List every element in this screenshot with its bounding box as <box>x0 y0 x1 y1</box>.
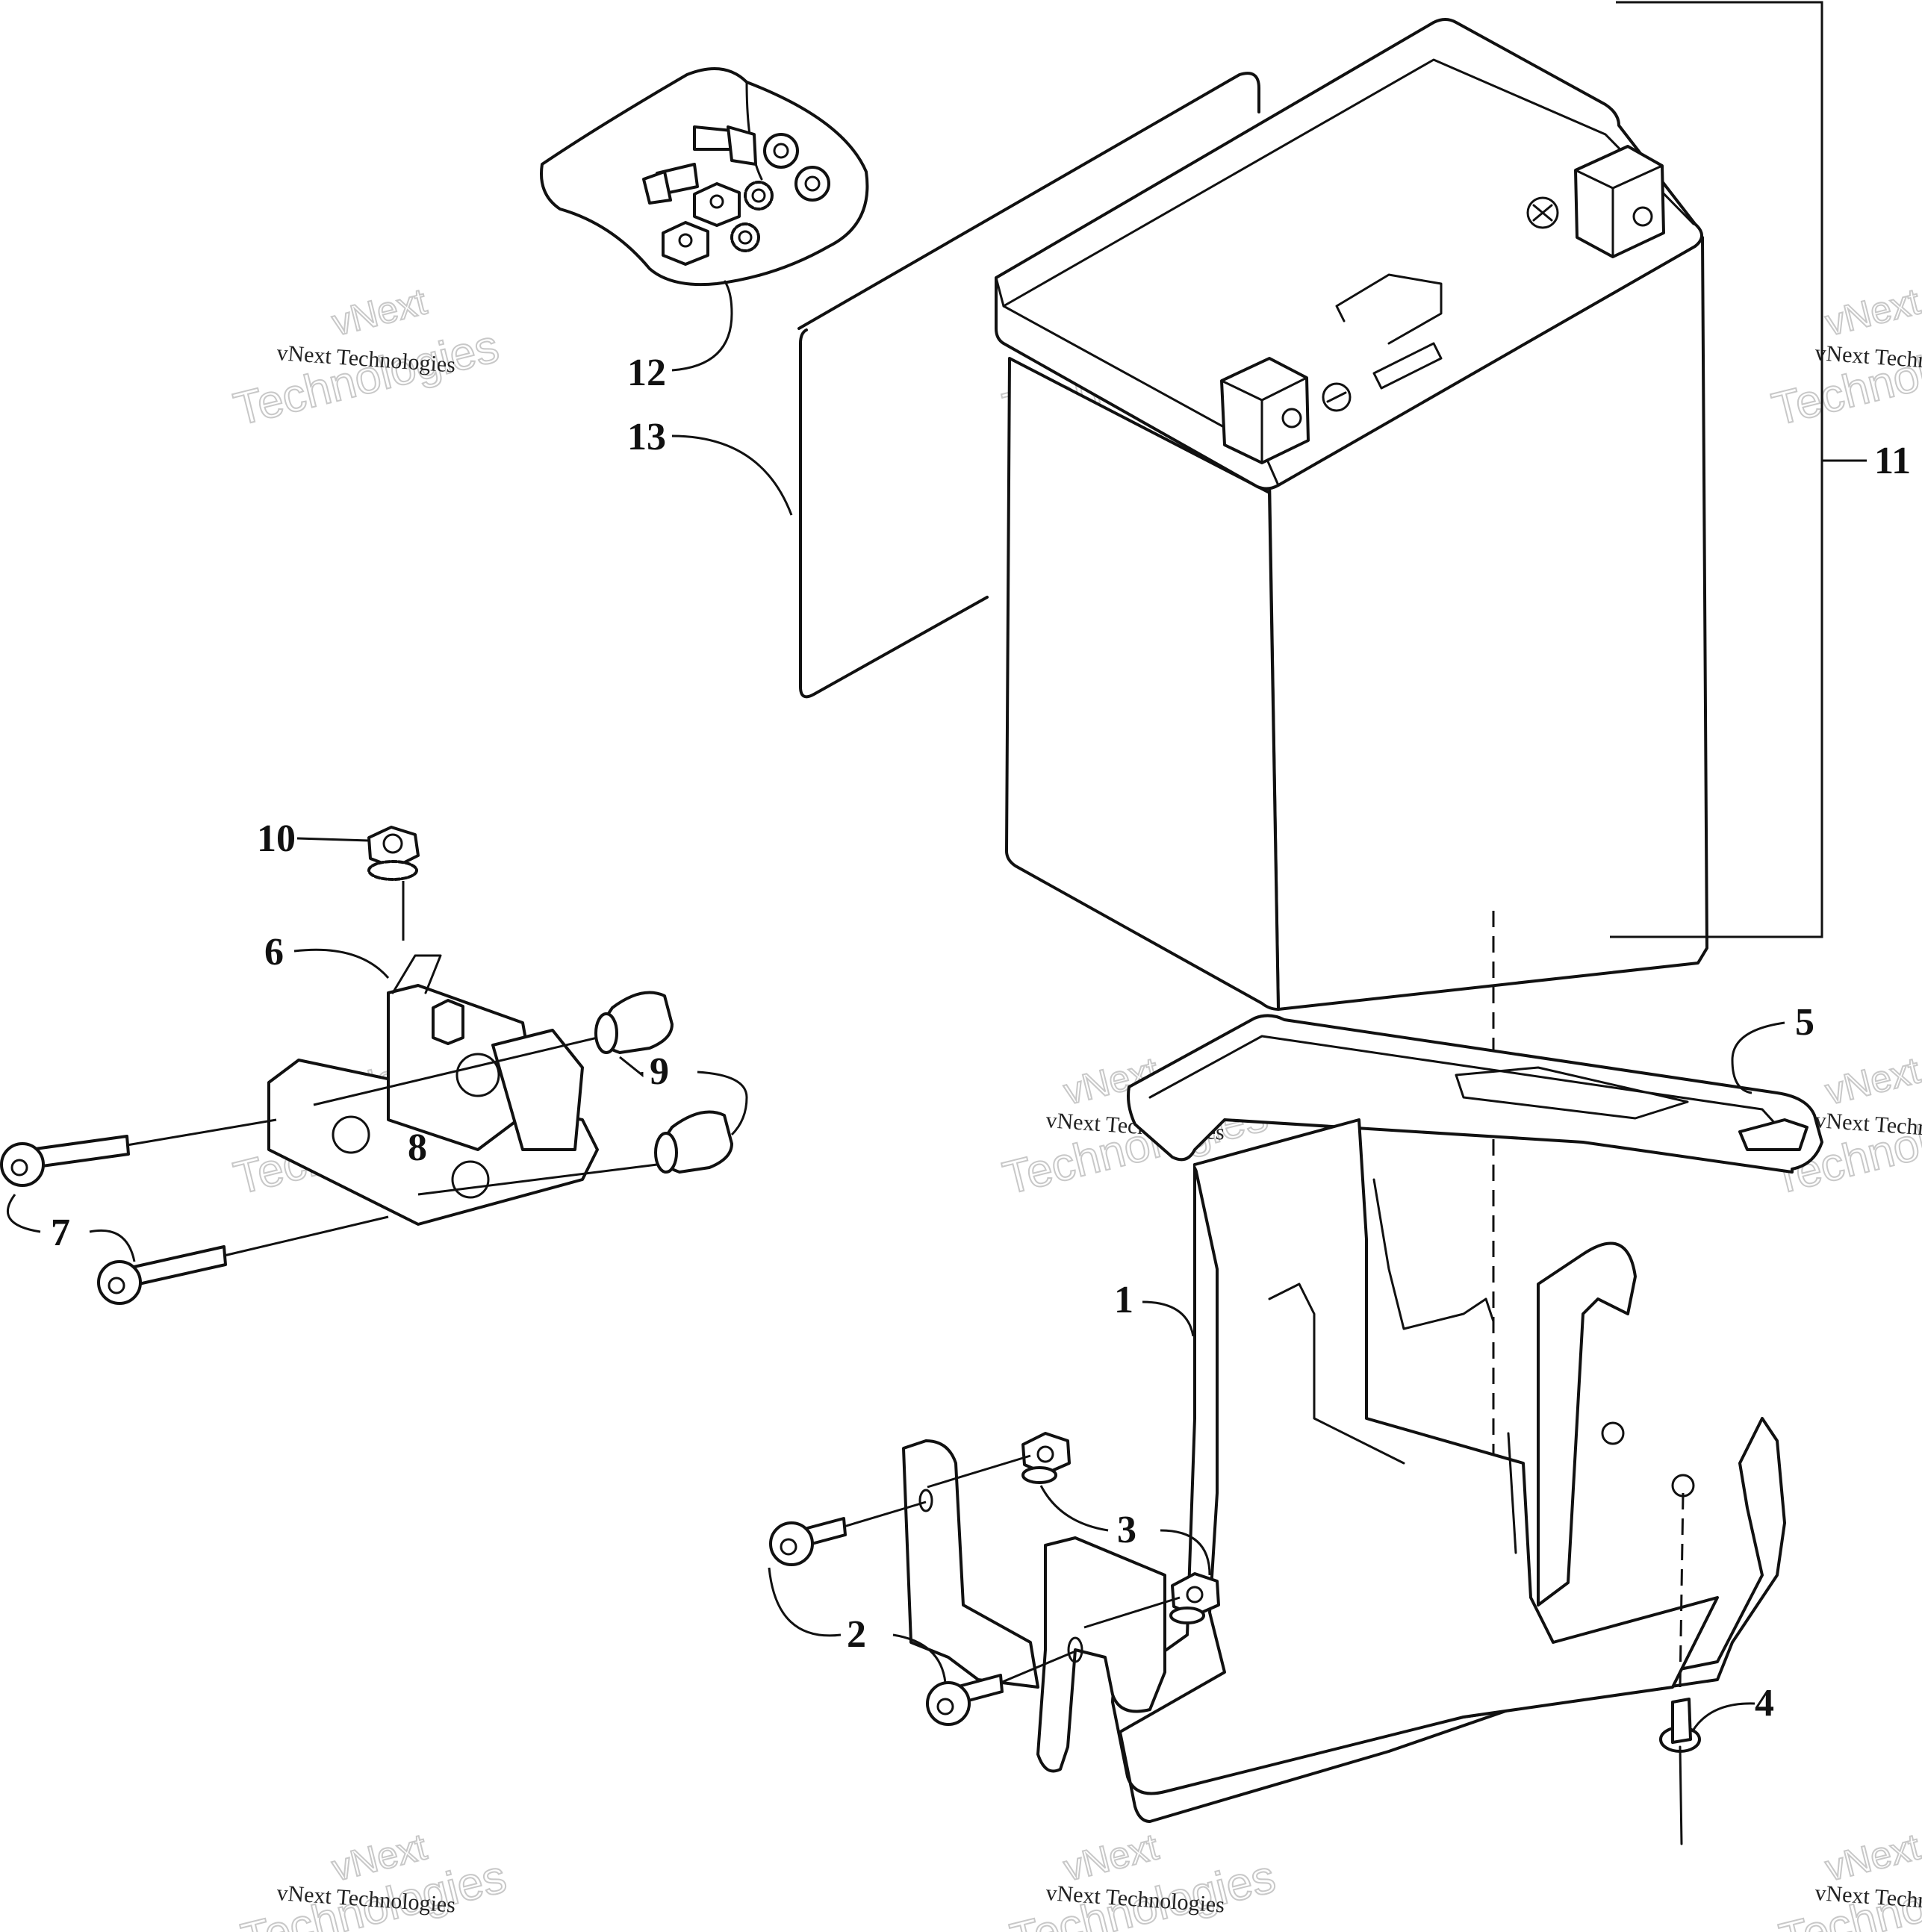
flange-nut <box>1169 1572 1220 1624</box>
svg-text:vNext: vNext <box>1821 1049 1922 1112</box>
flat-washer-icon <box>794 166 830 202</box>
callout-7: 7 <box>51 1212 70 1254</box>
pop-rivet <box>1659 1492 1701 1845</box>
callout-13: 13 <box>627 416 666 458</box>
svg-text:Technologies: Technologies <box>229 320 504 436</box>
svg-text:vNext: vNext <box>1821 280 1922 343</box>
callout-6: 6 <box>264 931 284 973</box>
callout-11: 11 <box>1874 440 1911 482</box>
svg-text:vNext: vNext <box>1821 1825 1922 1889</box>
lock-washer-icon <box>730 222 760 252</box>
torx-bolt <box>97 1245 227 1305</box>
terminal-hardware-kit <box>540 67 869 287</box>
callout-7-leader <box>6 1194 136 1262</box>
watermark-bottom-left: vNext Technologies vNext Technologies <box>236 1825 512 1932</box>
negative-terminal-marker-icon <box>1322 382 1352 412</box>
callout-9: 9 <box>650 1050 669 1093</box>
solenoid-nut <box>367 826 420 881</box>
callout-4: 4 <box>1755 1682 1774 1724</box>
callout-10: 10 <box>257 817 296 860</box>
callout-1-leader <box>1142 1300 1195 1337</box>
watermark-bottom-center: vNext Technologies vNext Technologies <box>1005 1825 1281 1932</box>
callout-10-leader <box>296 837 370 842</box>
callout-13-leader <box>671 434 793 516</box>
callout-6-leader <box>293 948 390 979</box>
callout-8: 8 <box>408 1127 427 1169</box>
callout-2: 2 <box>847 1613 866 1656</box>
callout-5-leader <box>1731 1021 1785 1094</box>
torx-bolt <box>0 1135 130 1187</box>
battery <box>995 18 1708 1011</box>
watermark-top-right: vNext Technologies vNext Technologies <box>1767 279 1922 436</box>
rubber-boot <box>594 991 674 1054</box>
square-nut-icon <box>662 221 709 266</box>
battery-pad-sheet <box>797 72 1260 699</box>
torx-bolt <box>769 1517 847 1566</box>
callout-2-leader <box>768 1567 947 1683</box>
side-mount-bracket <box>902 1439 1039 1689</box>
flange-nut <box>1021 1432 1071 1484</box>
watermark-top-left: vNext Technologies vNext Technologies <box>228 279 505 436</box>
torx-bolt <box>926 1674 1004 1726</box>
callout-3-leader <box>1039 1485 1211 1576</box>
svg-text:vNext: vNext <box>328 280 431 343</box>
callout-1: 1 <box>1114 1279 1133 1321</box>
callout-3: 3 <box>1117 1509 1136 1551</box>
square-nut-icon <box>693 182 741 227</box>
battery-terminal-rear <box>1574 145 1665 258</box>
lock-washer-icon <box>744 181 774 211</box>
battery-terminal-front <box>1220 357 1310 464</box>
positive-terminal-marker-icon <box>1526 196 1559 229</box>
callout-4-leader <box>1691 1702 1755 1733</box>
callout-9-leader <box>619 1056 748 1136</box>
svg-text:vNext: vNext <box>1060 1825 1163 1889</box>
hex-bolt-icon <box>642 163 699 205</box>
hex-bolt-icon <box>693 125 757 166</box>
side-mount-bracket <box>1036 1536 1166 1773</box>
battery-tray <box>1111 1118 1786 1823</box>
flat-washer-icon <box>763 133 799 169</box>
callout-12: 12 <box>627 352 666 394</box>
callout-12-leader <box>671 280 733 372</box>
watermark-bottom-right: vNext Technologies vNext Technologies <box>1774 1825 1922 1932</box>
callout-5: 5 <box>1795 1001 1814 1044</box>
battery-hold-down-strap <box>1127 1014 1823 1174</box>
callout-11-bracket <box>1610 1 1867 938</box>
rubber-boot <box>654 1110 733 1174</box>
